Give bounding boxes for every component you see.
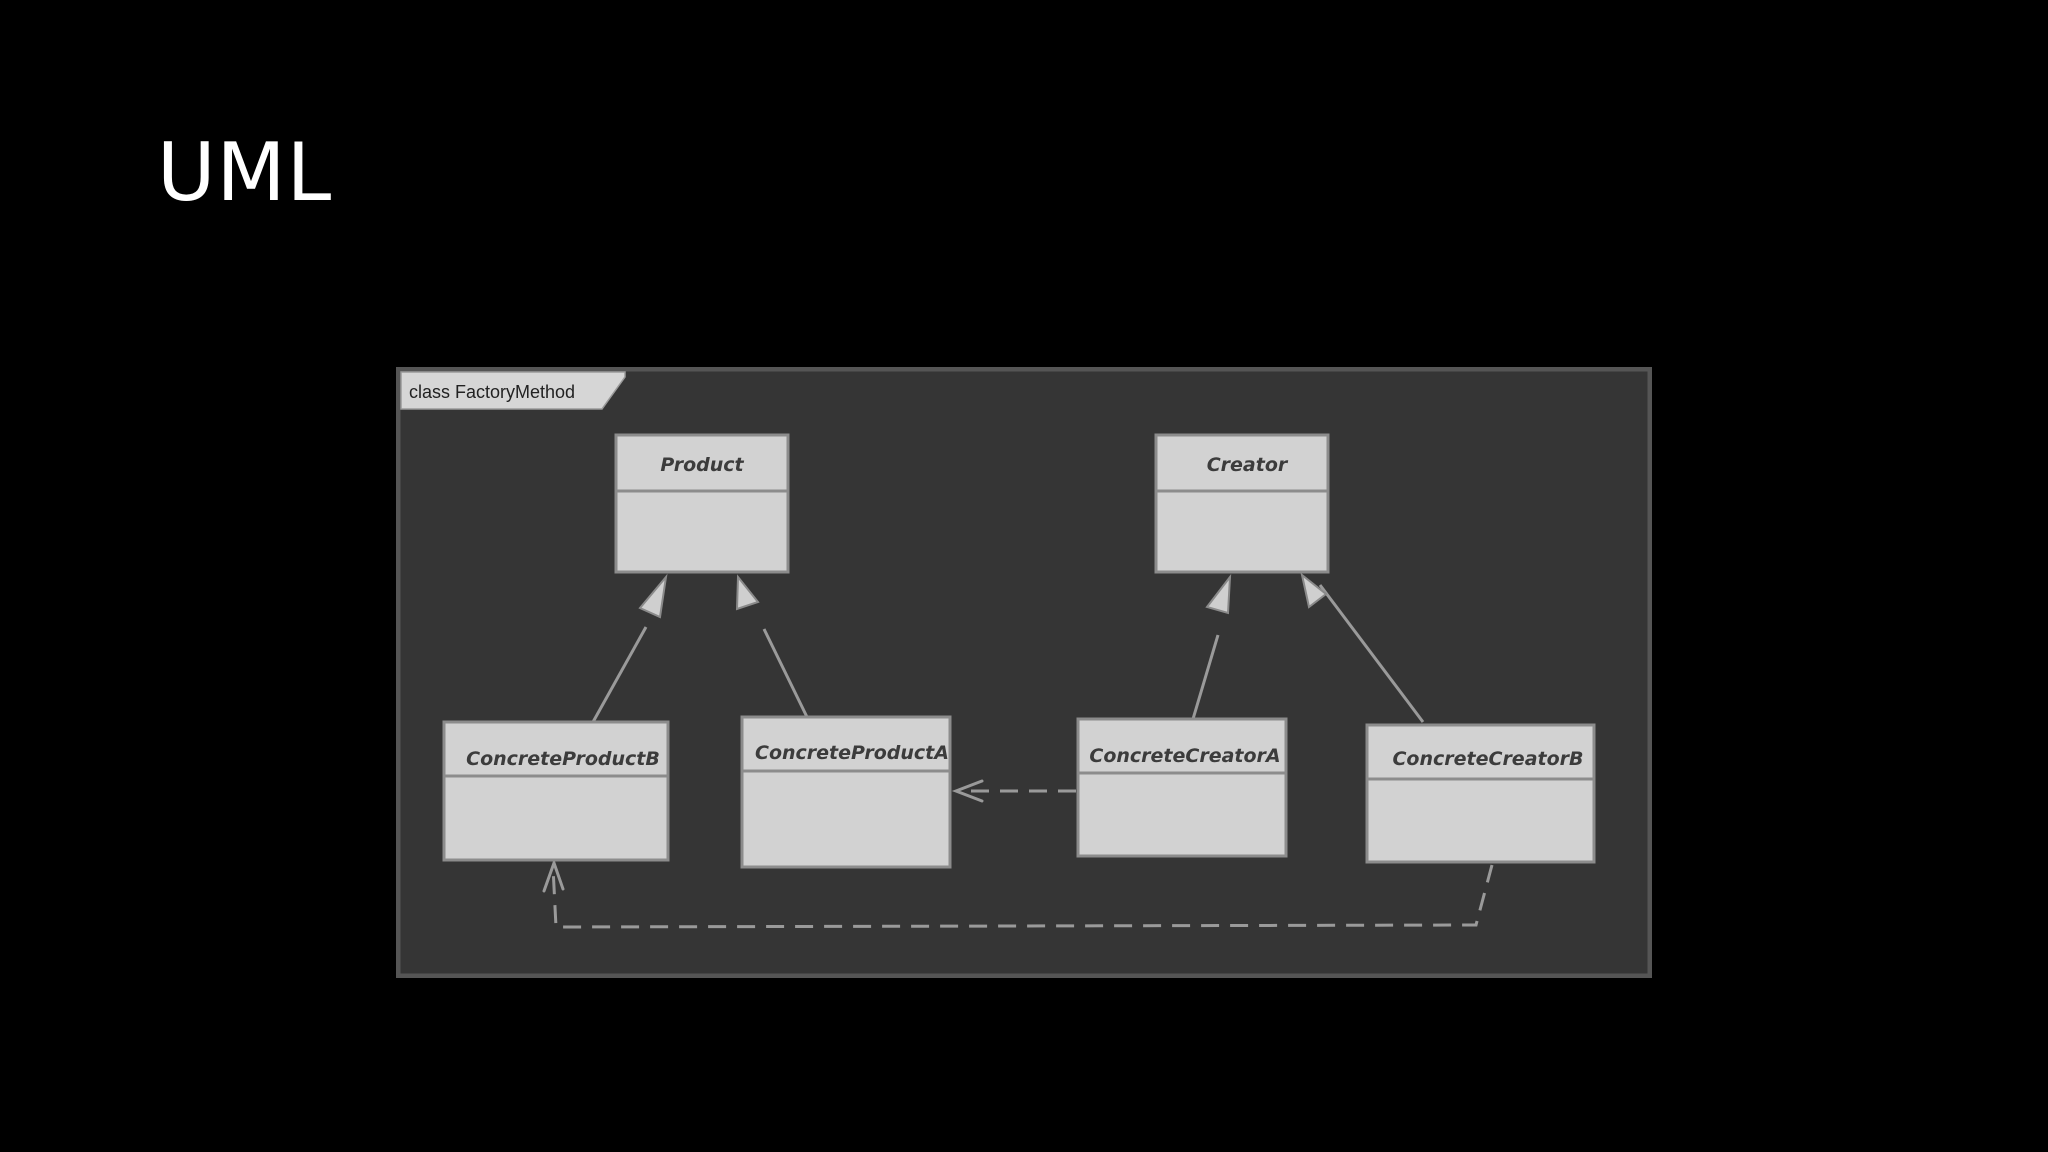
generalization-arrowhead-product-left [638, 573, 668, 619]
dependency-arrowhead-concreteproducta [951, 779, 984, 803]
class-concrete-product-b: ConcreteProductB [442, 720, 670, 862]
class-product-name: Product [660, 454, 744, 476]
generalization-arrowhead-creator-right [1300, 572, 1328, 609]
generalization-arrowhead-creator-left [1205, 573, 1232, 615]
frame-tab-label: class FactoryMethod [409, 382, 575, 402]
class-concrete-creator-a-name: ConcreteCreatorA [1089, 745, 1280, 767]
class-concrete-creator-a: ConcreteCreatorA [1076, 717, 1288, 858]
class-creator-name: Creator [1207, 454, 1289, 476]
class-concrete-product-a-name: ConcreteProductA [755, 742, 949, 764]
generalization-line-concretecreatora-creator [1191, 634, 1220, 720]
generalization-line-concretecreatorb-creator [1318, 584, 1425, 723]
generalization-line-concreteproducta-product [762, 628, 809, 718]
class-concrete-product-a: ConcreteProductA [740, 715, 952, 869]
class-concrete-product-b-name: ConcreteProductB [466, 748, 660, 770]
dependency-arrowhead-concreteproductb [542, 858, 565, 893]
dependency-line-concretecreatorb-concreteproductb [551, 864, 1494, 929]
class-product: Product [614, 433, 790, 574]
generalization-arrowhead-product-right [735, 574, 760, 611]
class-concrete-creator-b-name: ConcreteCreatorB [1392, 748, 1583, 770]
diagram-frame-background [396, 367, 1652, 978]
generalization-line-concreteproductb-product [591, 626, 648, 723]
uml-class-diagram: class FactoryMethod Product [396, 367, 1652, 978]
slide-title: UML [157, 126, 333, 219]
class-creator: Creator [1154, 433, 1330, 574]
frame-tab: class FactoryMethod [400, 371, 626, 410]
class-concrete-creator-b: ConcreteCreatorB [1365, 723, 1596, 864]
